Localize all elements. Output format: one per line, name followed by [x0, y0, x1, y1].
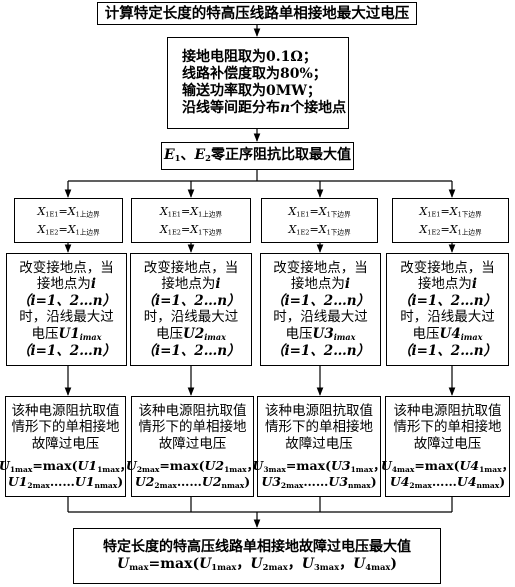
x1-condition: X1E1=X1下边界	[288, 204, 351, 219]
process-line-6: （i=1、2…n）	[16, 342, 117, 359]
process-line-2: 接地点为i	[417, 276, 478, 293]
fault-line-1: 该种电源阻抗取值	[393, 402, 502, 419]
param-power: 输送功率取为0MW；	[182, 83, 321, 99]
fault-max-line-1: U3max=max(U31max，	[252, 458, 386, 475]
process-box-3: 改变接地点，当接地点为i（i=1、2…n）时，沿线最大过电压U3imax（i=1…	[260, 253, 381, 366]
fault-line-2: 情形下的单相接地	[138, 419, 247, 436]
process-line-1: 改变接地点，当	[143, 259, 239, 276]
process-box-2: 改变接地点，当接地点为i（i=1、2…n）时，沿线最大过电压U2imax（i=1…	[130, 253, 252, 366]
x1-condition: X1E1=X1上边界	[37, 204, 100, 219]
param-resistance: 接地电阻取为0.1Ω；	[182, 48, 317, 65]
process-line-4: 时，沿线最大过	[19, 309, 114, 326]
x2-condition: X1E2=X1上边界	[37, 222, 100, 237]
process-line-1: 改变接地点，当	[19, 259, 114, 276]
fault-max-line-2: U42max……U4nmax)	[389, 474, 506, 491]
fault-line-3: 故障过电压	[413, 435, 482, 452]
process-line-5: 电压U3imax	[285, 325, 356, 342]
process-line-1: 改变接地点，当	[400, 259, 495, 276]
process-line-5: 电压U4imax	[412, 325, 483, 342]
params-box: 接地电阻取为0.1Ω； 线路补偿度取为80%； 输送功率取为0MW； 沿线等间距…	[167, 37, 349, 129]
x2-condition: X1E2=X1下边界	[159, 222, 223, 237]
process-line-5: 电压U2imax	[156, 325, 226, 342]
ratio-text: E1、E2零正序阻抗比取最大值	[164, 147, 351, 164]
fault-max-line-2: U12max……U1nmax)	[7, 474, 124, 491]
top-title: 计算特定长度的特高压线路单相接地最大过电压	[104, 4, 410, 22]
final-formula: Umax=max(U1max，U2max，U3max，U4max)	[116, 556, 398, 573]
fault-line-3: 故障过电压	[31, 435, 100, 452]
x-condition-box-1: X1E1=X1上边界 X1E2=X1上边界	[14, 198, 123, 243]
process-line-3: （i=1、2…n）	[141, 292, 241, 309]
process-line-6: （i=1、2…n）	[270, 342, 371, 359]
fault-max-line-1: U2max=max(U21max，	[125, 458, 260, 475]
fault-line-2: 情形下的单相接地	[393, 419, 502, 436]
process-line-4: 时，沿线最大过	[400, 309, 495, 326]
process-line-6: （i=1、2…n）	[397, 342, 498, 359]
x-condition-box-2: X1E1=X1上边界 X1E2=X1下边界	[131, 198, 251, 243]
final-box: 特定长度的特高压线路单相接地故障过电压最大值 Umax=max(U1max，U2…	[73, 528, 441, 584]
param-grounding-points: 沿线等间距分布n个接地点	[182, 100, 347, 117]
process-line-1: 改变接地点，当	[273, 259, 368, 276]
fault-max-line-1: U4max=max(U41max，	[380, 458, 515, 475]
process-line-4: 时，沿线最大过	[143, 309, 239, 326]
fault-line-1: 该种电源阻抗取值	[11, 402, 120, 419]
x2-condition: X1E2=X1下边界	[288, 222, 351, 237]
process-line-2: 接地点为i	[161, 276, 221, 293]
fault-line-2: 情形下的单相接地	[11, 419, 120, 436]
process-line-2: 接地点为i	[290, 276, 351, 293]
process-line-4: 时，沿线最大过	[273, 309, 368, 326]
ratio-box: E1、E2零正序阻抗比取最大值	[161, 142, 354, 170]
fault-box-3: 该种电源阻抗取值情形下的单相接地故障过电压 U3max=max(U31max，U3…	[252, 396, 386, 497]
x-condition-box-4: X1E1=X1下边界 X1E2=X1上边界	[392, 198, 509, 243]
x1-condition: X1E1=X1下边界	[419, 204, 482, 219]
fault-box-2: 该种电源阻抗取值情形下的单相接地故障过电压 U2max=max(U21max，U2…	[126, 396, 259, 497]
final-title: 特定长度的特高压线路单相接地故障过电压最大值	[103, 538, 411, 555]
x1-condition: X1E1=X1上边界	[159, 204, 223, 219]
fault-box-4: 该种电源阻抗取值情形下的单相接地故障过电压 U4max=max(U41max，U4…	[381, 396, 514, 497]
fault-max-line-1: U1max=max(U11max，	[0, 458, 133, 475]
param-compensation: 线路补偿度取为80%；	[182, 65, 327, 82]
process-box-1: 改变接地点，当接地点为i（i=1、2…n）时，沿线最大过电压U1imax（i=1…	[6, 253, 127, 366]
process-line-6: （i=1、2…n）	[141, 342, 241, 359]
fault-line-1: 该种电源阻抗取值	[138, 402, 247, 419]
fault-line-3: 故障过电压	[158, 435, 227, 452]
process-box-4: 改变接地点，当接地点为i（i=1、2…n）时，沿线最大过电压U4imax（i=1…	[386, 253, 509, 366]
process-line-5: 电压U1imax	[31, 325, 102, 342]
fault-line-3: 故障过电压	[285, 435, 353, 452]
x2-condition: X1E2=X1上边界	[419, 222, 482, 237]
top-title-box: 计算特定长度的特高压线路单相接地最大过电压	[97, 2, 417, 25]
fault-max-line-2: U22max……U2nmax)	[134, 474, 251, 491]
x-condition-box-3: X1E1=X1下边界 X1E2=X1下边界	[261, 198, 378, 243]
fault-line-1: 该种电源阻抗取值	[265, 402, 373, 419]
process-line-3: （i=1、2…n）	[270, 292, 371, 309]
fault-line-2: 情形下的单相接地	[265, 419, 373, 436]
process-line-3: （i=1、2…n）	[16, 292, 117, 309]
process-line-2: 接地点为i	[36, 276, 97, 293]
fault-max-line-2: U32max……U3nmax)	[261, 474, 377, 491]
process-line-3: （i=1、2…n）	[397, 292, 498, 309]
